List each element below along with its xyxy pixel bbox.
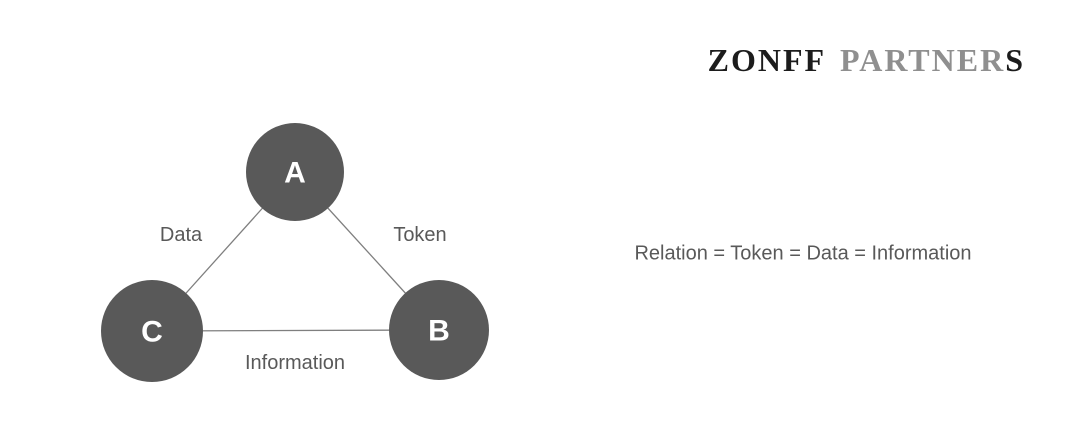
logo-secondary-text: PARTNER — [840, 42, 1006, 78]
node-B — [389, 280, 489, 380]
node-label-A: A — [284, 157, 306, 190]
equation-caption: Relation = Token = Data = Information — [634, 242, 972, 265]
logo-secondary-end-text: S — [1005, 42, 1025, 78]
logo-primary-text: ZONFF — [707, 42, 827, 78]
node-label-C: C — [141, 316, 163, 349]
edge-label-token: Token — [393, 224, 446, 246]
zonff-partners-logo: ZONFF PARTNERS — [708, 44, 1025, 76]
edge-label-data: Data — [160, 224, 203, 246]
node-A — [246, 123, 344, 221]
node-label-B: B — [428, 315, 450, 348]
edge-label-information: Information — [245, 352, 345, 374]
node-C — [101, 280, 203, 382]
